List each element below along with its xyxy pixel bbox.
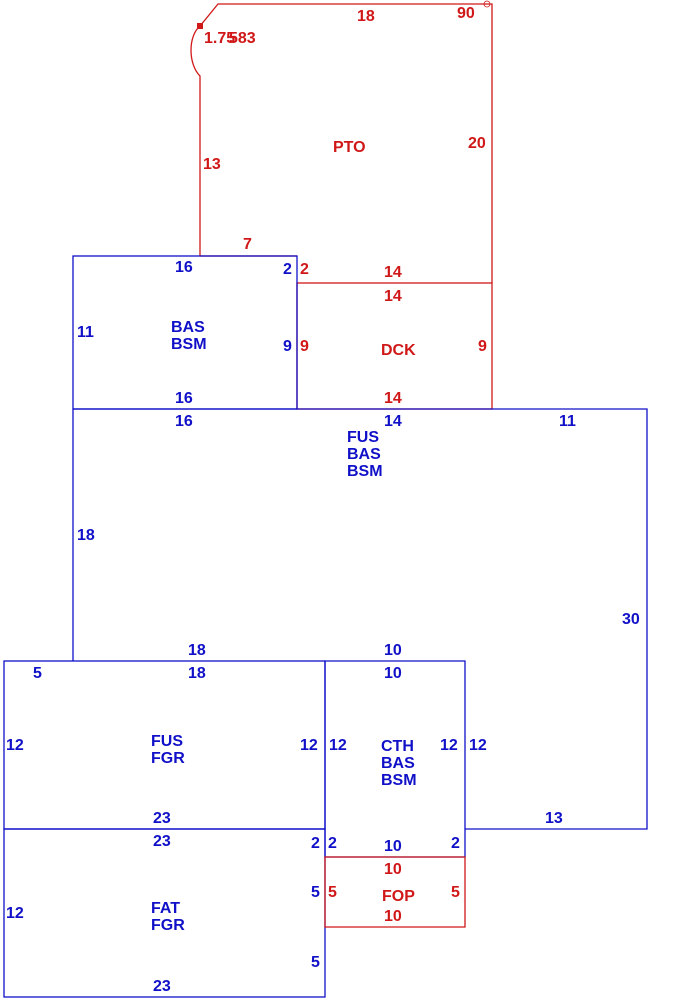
- outlines: [3, 0, 648, 998]
- dim-fop-top: 10: [384, 861, 402, 878]
- dim-fop-left: 5: [328, 884, 337, 901]
- fat-label-2: FGR: [151, 917, 185, 934]
- dim-fus-top-mid: 14: [384, 413, 402, 430]
- dim-dck-right: 9: [478, 338, 487, 355]
- dim-dck-top-inner: 14: [384, 288, 402, 305]
- dck-label: DCK: [381, 342, 416, 359]
- dim-cth-right-inner: 12: [440, 737, 458, 754]
- dim-cth-right-outer: 12: [469, 737, 487, 754]
- cth-label-1: CTH: [381, 738, 414, 755]
- dim-pto-arc: 1.75: [204, 30, 235, 47]
- fat-label-1: FAT: [151, 900, 180, 917]
- dim-dck-top-outer: 14: [384, 264, 402, 281]
- dim-fat-bottom: 23: [153, 978, 171, 995]
- dim-pto-bottom: 7: [243, 236, 252, 253]
- pto-label: PTO: [333, 139, 366, 156]
- dim-fat-jog-top: 2: [311, 835, 320, 852]
- dim-fus-top-left: 16: [175, 413, 193, 430]
- dim-fgr-bottom: 23: [153, 810, 171, 827]
- dim-bas-jog-red: 2: [300, 261, 309, 278]
- fus-garage-label-1: FUS: [151, 733, 183, 750]
- dim-pto-right: 20: [468, 135, 486, 152]
- dim-dck-bottom: 14: [384, 390, 402, 407]
- dim-cth-jog-left: 2: [328, 835, 337, 852]
- fus-garage-label-2: FGR: [151, 750, 185, 767]
- dimension-labels: 1.75 583 18 90 13 20 7 16 2 2 11 9 16 14…: [6, 5, 640, 995]
- fus-main-label-2: BAS: [347, 446, 381, 463]
- dim-cth-top: 10: [384, 665, 402, 682]
- dim-pto-top: 18: [357, 8, 375, 25]
- dim-fus-bottom-mid: 10: [384, 642, 402, 659]
- dim-bas-top: 16: [175, 259, 193, 276]
- dim-fat-right-lower: 5: [311, 954, 320, 971]
- cth-label-2: BAS: [381, 755, 415, 772]
- dim-fus-bottom-left: 18: [188, 642, 206, 659]
- dim-fat-top: 23: [153, 833, 171, 850]
- area-labels: PTO BAS BSM DCK FUS BAS BSM FUS FGR CTH …: [151, 139, 417, 934]
- dim-fgr-left-top: 5: [33, 665, 42, 682]
- dim-bas-right: 9: [283, 338, 292, 355]
- fus-main-outline: [72, 408, 648, 830]
- pto-arc-handle: [197, 23, 203, 29]
- dim-bas-jog-blue: 2: [283, 261, 292, 278]
- fus-main-label-3: BSM: [347, 463, 383, 480]
- dim-cth-jog-right: 2: [451, 835, 460, 852]
- cth-label-3: BSM: [381, 772, 417, 789]
- dim-pto-arc-b: 583: [229, 30, 256, 47]
- dim-bas-left: 11: [77, 324, 94, 341]
- dim-fat-right-upper: 5: [311, 884, 320, 901]
- dim-fgr-right: 12: [300, 737, 318, 754]
- dim-bas-bottom: 16: [175, 390, 193, 407]
- pto-corner-marker: [483, 0, 491, 8]
- dim-pto-angle: 90: [457, 5, 475, 22]
- dim-fus-top-right: 11: [559, 413, 576, 430]
- dim-fus-right: 30: [622, 611, 640, 628]
- dim-fus-left: 18: [77, 527, 95, 544]
- dim-fgr-top: 18: [188, 665, 206, 682]
- pto-outline: [190, 3, 493, 283]
- dim-fat-left: 12: [6, 905, 24, 922]
- dim-fop-bottom: 10: [384, 908, 402, 925]
- dim-fus-bottom-right: 13: [545, 810, 563, 827]
- fop-label: FOP: [382, 888, 415, 905]
- dim-dck-left: 9: [300, 338, 309, 355]
- dim-cth-left: 12: [329, 737, 347, 754]
- dim-cth-bottom: 10: [384, 838, 402, 855]
- dim-pto-left: 13: [203, 156, 221, 173]
- fop-outline: [324, 856, 466, 928]
- fus-main-label-1: FUS: [347, 429, 379, 446]
- dim-fop-right: 5: [451, 884, 460, 901]
- bas-upper-label-2: BSM: [171, 336, 207, 353]
- bas-upper-label-1: BAS: [171, 319, 205, 336]
- dim-fgr-left: 12: [6, 737, 24, 754]
